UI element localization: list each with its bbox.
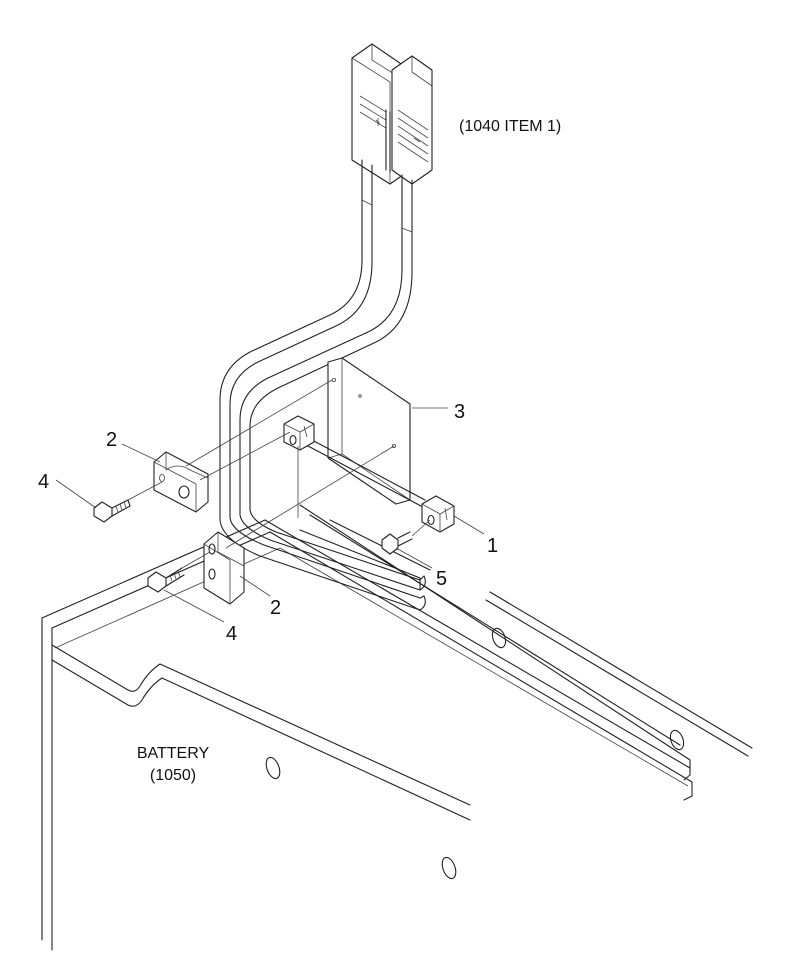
support-rod: [307, 439, 426, 507]
battery-tray: [41, 504, 753, 951]
assembly-lines: [127, 379, 431, 569]
clamp-block-upper: [283, 415, 315, 451]
battery-cables: [219, 159, 426, 611]
leader-lines: [55, 407, 485, 623]
screw: [381, 531, 413, 555]
clamp-block-lower: [421, 495, 455, 533]
mounting-plate: [327, 357, 411, 505]
battery-label: BATTERY: [137, 745, 210, 762]
bolt-upper: [93, 499, 131, 523]
reference-label: (1040 ITEM 1): [459, 118, 561, 135]
battery-connector: [351, 43, 433, 185]
callout-2-lower: 2: [270, 597, 281, 619]
bolt-lower: [147, 567, 185, 593]
callout-1: 1: [487, 535, 498, 557]
callout-4-lower: 4: [226, 623, 237, 645]
callout-4-upper: 4: [38, 471, 49, 493]
callout-3: 3: [454, 401, 465, 423]
battery-ref-label: (1050): [150, 767, 196, 784]
cable-clamp-lower: [203, 531, 245, 605]
callout-2-upper: 2: [106, 429, 117, 451]
callout-5: 5: [436, 568, 447, 590]
cable-clamp-upper: [153, 451, 209, 513]
